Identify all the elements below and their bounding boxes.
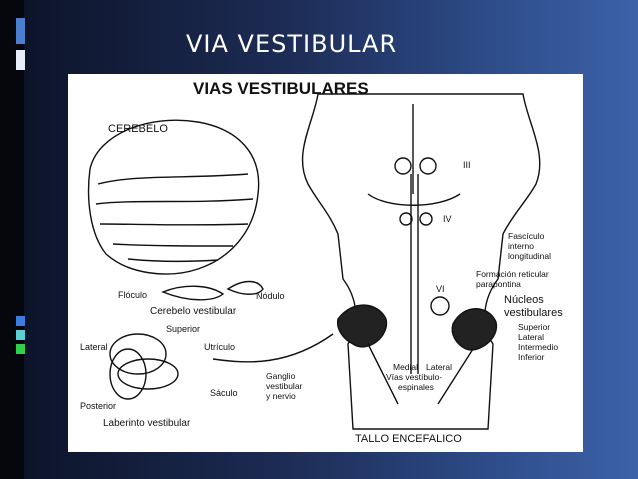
label-formacion-1: Formación reticular (476, 269, 549, 279)
left-accent-bar (0, 0, 24, 479)
label-saculo: Sáculo (210, 388, 238, 398)
decor-bar-3 (16, 316, 25, 326)
label-formacion-2: parapontina (476, 279, 521, 289)
figure-heading: VIAS VESTIBULARES (193, 79, 369, 98)
label-ganglio-3: y nervio (266, 391, 296, 401)
label-floculo: Flóculo (118, 290, 147, 300)
label-nucleos-1: Núcleos (504, 294, 544, 306)
label-laberinto: Laberinto vestibular (103, 418, 191, 429)
label-fasciculo-1: Fascículo (508, 231, 545, 241)
label-fasciculo-3: longitudinal (508, 251, 551, 261)
nucleus-vi (430, 296, 450, 316)
slide-title: VIA VESTIBULAR (186, 30, 398, 58)
nucleus-iii-right (419, 157, 437, 175)
label-cerebelo-vestibular: Cerebelo vestibular (150, 306, 237, 317)
label-utriculo: Utrículo (204, 342, 235, 352)
label-nucleos-2: vestibulares (504, 307, 563, 319)
label-ganglio-1: Ganglio (266, 371, 296, 381)
label-lateral-left: Lateral (80, 342, 108, 352)
nodulus (226, 280, 264, 295)
vestibular-nerve (212, 333, 334, 363)
decor-bar-5 (16, 344, 25, 354)
cerebellum-outline (87, 119, 260, 275)
label-superior-left: Superior (166, 324, 200, 334)
mlf-tract (410, 174, 419, 374)
label-fasciculo-2: interno (508, 241, 534, 251)
vestibulospinal-tracts (367, 343, 474, 405)
nucleus-iii-left (394, 157, 412, 175)
label-cerebelo: CEREBELO (108, 123, 168, 135)
labyrinth-superior-canal (109, 333, 167, 375)
labyrinth-posterior-canal (109, 348, 147, 400)
cerebellum-folia (95, 173, 254, 263)
nucleus-iv-right (419, 212, 433, 226)
label-tallo: TALLO ENCEFALICO (355, 433, 462, 445)
decor-bar-2 (16, 50, 25, 70)
vestibular-nuclei-right (451, 308, 498, 351)
label-posterior: Posterior (80, 401, 116, 411)
label-iv: IV (443, 214, 452, 224)
labyrinth-lateral-canal (117, 358, 179, 390)
label-medial: Medial (393, 362, 418, 372)
label-lateral-right: Lateral (518, 332, 544, 342)
vestibular-nuclei-left (336, 304, 388, 348)
label-nodulo: Nódulo (256, 291, 285, 301)
label-vias-1: Vías vestíbulo- (386, 372, 442, 382)
label-ganglio-2: vestibular (266, 381, 303, 391)
diagram-canvas: VIAS VESTIBULARES CEREBELO III IV VI Fas… (80, 79, 563, 445)
label-vi: VI (436, 284, 445, 294)
label-intermedio: Intermedio (518, 342, 558, 352)
label-iii: III (463, 160, 471, 170)
label-lateral-mid: Lateral (426, 362, 452, 372)
decor-bar-4 (16, 330, 25, 340)
label-vias-2: espinales (398, 382, 434, 392)
vestibular-pathway-figure: VIAS VESTIBULARES CEREBELO III IV VI Fas… (68, 74, 583, 452)
flocculus (161, 285, 225, 301)
midline (367, 104, 461, 206)
decor-bar-1 (16, 18, 25, 44)
brainstem-outline (301, 93, 541, 430)
label-inferior: Inferior (518, 352, 545, 362)
label-superior-right: Superior (518, 322, 550, 332)
nucleus-iv-left (399, 212, 413, 226)
